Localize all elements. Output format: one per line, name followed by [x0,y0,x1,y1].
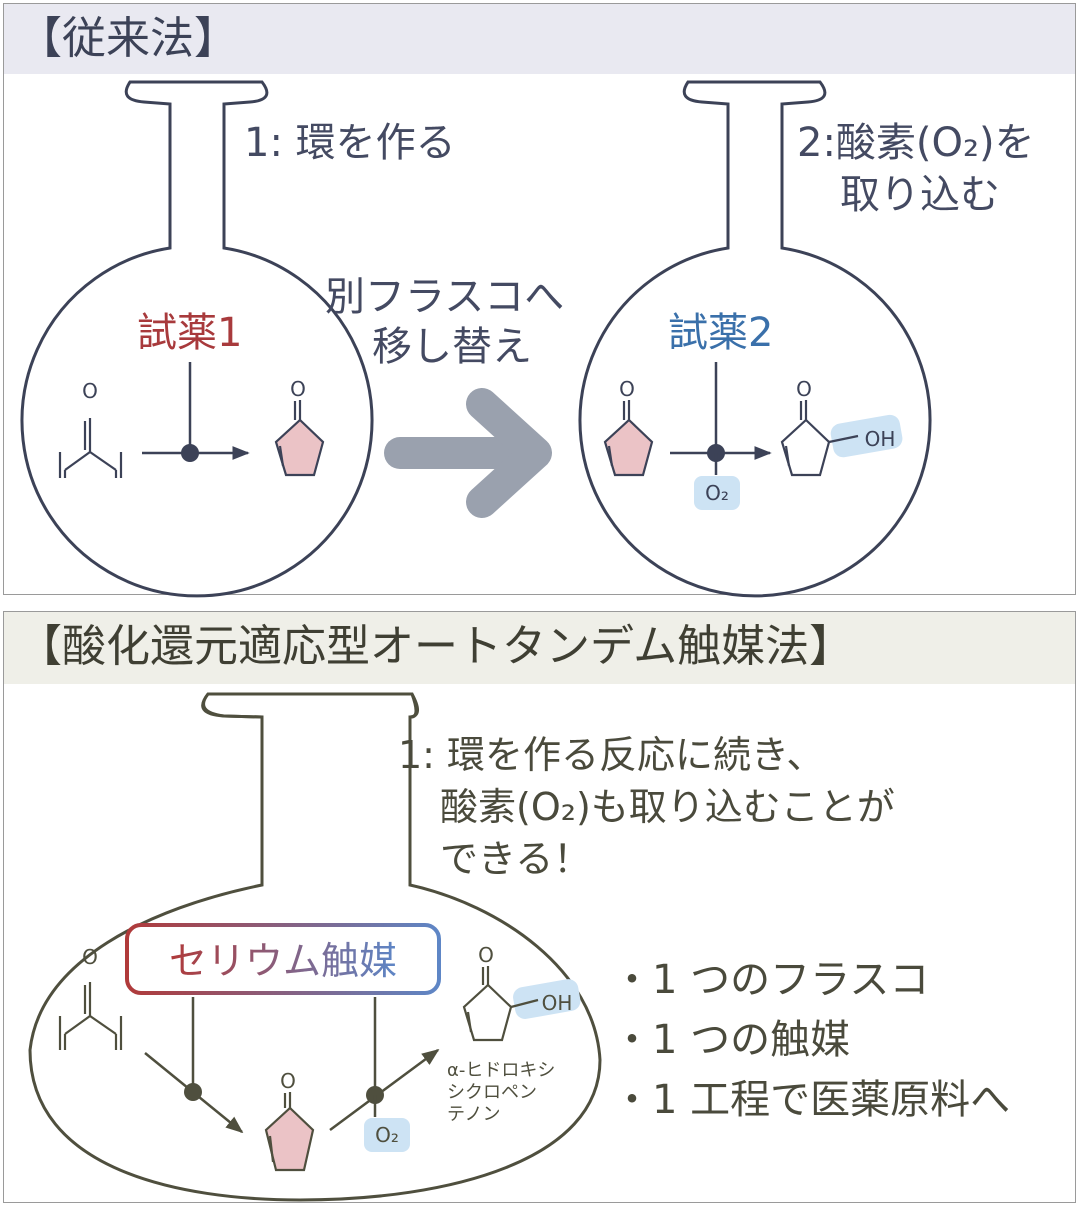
benefit-bullet-1: ・1 つのフラスコ [612,957,930,1003]
transfer-label-line-1: 別フラスコへ [325,274,565,320]
conventional-header: 【従来法】 [4,4,1075,74]
step2-label-line-1: 2:酸素(O₂)を [797,120,1035,166]
tandem-header: 【酸化還元適応型オートタンデム触媒法】 [4,612,1075,684]
hydroxy-o-label-top: O [796,377,812,401]
transfer-label-line-2: 移し替え [372,324,532,370]
cerium-catalyst-box [125,923,441,995]
reagent1-node [181,444,199,462]
flask-3-neck-lip [202,693,419,719]
hydroxy-o-label-bottom: O [478,943,494,967]
dienone-molecule-top [58,418,123,478]
product-name-line-3: テノン [447,1104,500,1125]
flask-2-outline [578,80,932,598]
dienone-o-label-bottom: O [82,945,98,969]
cascade-arrow-2 [329,1048,440,1132]
cerium-catalyst-label: セリウム触媒 [169,939,397,983]
step1-label: 1: 環を作る [244,120,456,166]
reagent1-label: 試薬1 [137,310,243,356]
tandem-desc-line-2: 酸素(O₂)も取り込むことが [440,785,895,829]
product-name-line-2: シクロペン [447,1082,537,1103]
tandem-panel: 【酸化還元適応型オートタンデム触媒法】 [3,611,1076,1203]
dienone-o-label-top: O [82,379,98,403]
hydroxycyclopentenone-bottom [462,966,581,1042]
tandem-title: 【酸化還元適応型オートタンデム触媒法】 [18,621,854,672]
tandem-desc-line-1: 1: 環を作る反応に続き、 [398,733,825,777]
conventional-title: 【従来法】 [18,13,238,64]
o2-label-top: O₂ [705,481,729,505]
product-name-line-1: α-ヒドロキシ [447,1060,555,1081]
hydroxy-oh-label-bottom: OH [542,991,573,1015]
catalyst-node-1 [184,1083,202,1101]
o2-badge-bottom [364,1118,410,1152]
step2-label-line-2: 取り込む [840,172,1000,218]
o2-badge-top [694,476,740,510]
cyclopentenone-top-1 [274,400,325,477]
reagent2-label: 試薬2 [668,310,774,356]
benefit-bullet-3: ・1 工程で医薬原料へ [612,1077,1011,1123]
o2-label-bottom: O₂ [375,1123,399,1147]
conventional-panel: 【従来法】 [3,3,1076,595]
cyclopentenone-o-label-1: O [290,377,306,401]
cyclopentenone-o-label-bottom: O [280,1069,296,1093]
cyclopentenone-top-2 [603,400,654,477]
cyclopentenone-o-label-2: O [619,377,635,401]
hydroxy-oh-label-top: OH [865,427,896,451]
hydroxycyclopentenone-top [780,400,903,477]
cyclopentenone-bottom [264,1092,315,1172]
transfer-arrow [384,388,552,518]
tandem-desc-line-3: できる！ [440,837,592,881]
benefit-bullet-2: ・1 つの触媒 [612,1017,851,1063]
dienone-molecule-bottom [58,982,123,1050]
